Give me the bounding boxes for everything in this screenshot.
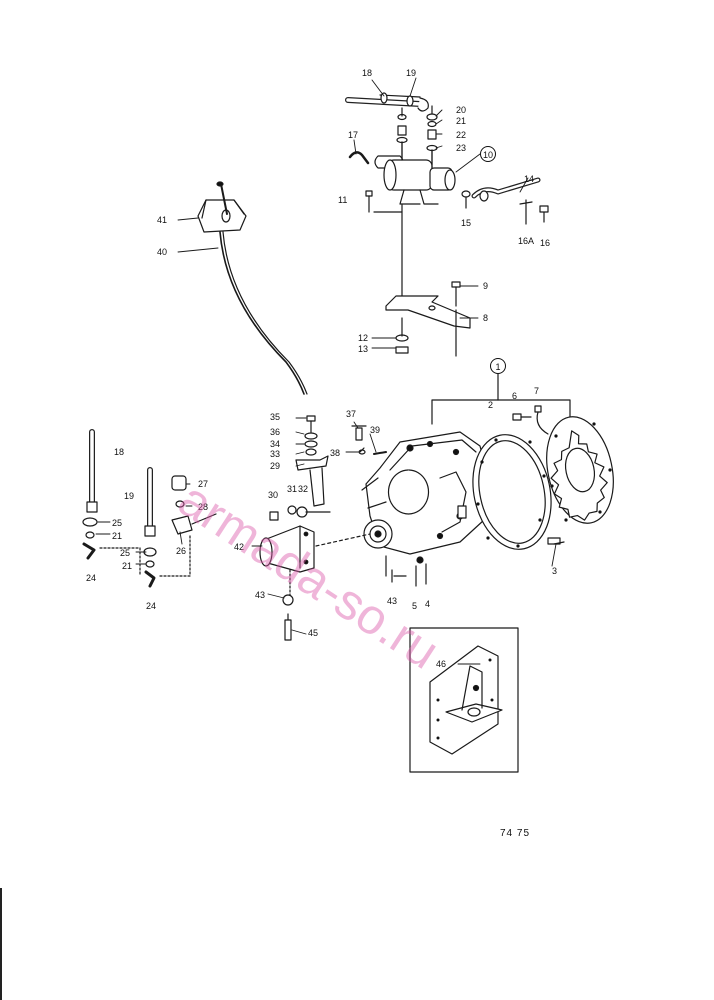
callout-6: 6 [512, 391, 518, 401]
left-hose-assembly [82, 429, 217, 588]
callout-17: 17 [348, 130, 359, 140]
callout-1: 1 [490, 358, 506, 374]
callout-40: 40 [157, 247, 168, 257]
end-cover [259, 525, 371, 641]
callout-25-mid: 25 [120, 548, 131, 558]
callout-11: 11 [338, 195, 348, 205]
figure-number: 74 75 [500, 828, 531, 839]
damper-bolts [512, 405, 565, 545]
clutch-parts-bracket [431, 373, 571, 425]
callout-20-top: 20 [456, 105, 467, 115]
callout-25-left: 25 [112, 518, 123, 528]
callout-28: 28 [198, 502, 209, 512]
callout-16: 16 [540, 238, 551, 248]
callout-43-right: 43 [387, 596, 398, 606]
callout-19-top: 19 [406, 68, 417, 78]
callout-37: 37 [346, 409, 357, 419]
callout-24-left: 24 [86, 573, 97, 583]
callout-27: 27 [198, 479, 209, 489]
gasket-ring [472, 434, 552, 550]
cable-bracket-assembly [295, 415, 387, 507]
callout-19-left: 19 [124, 491, 135, 501]
damper-plate [546, 416, 614, 524]
callout-31: 31 [287, 484, 298, 494]
callout-46: 46 [436, 659, 447, 669]
callout-2: 2 [488, 400, 494, 410]
callout-13: 13 [358, 344, 369, 354]
callout-34: 34 [270, 439, 281, 449]
callout-18-left: 18 [114, 447, 125, 457]
callout-21-mid: 21 [122, 561, 133, 571]
control-lever-assembly [197, 181, 308, 395]
callout-29: 29 [270, 461, 281, 471]
callout-36: 36 [270, 427, 281, 437]
upper-pump-assembly [345, 92, 549, 357]
inset-bracket-view [409, 627, 519, 773]
callout-14: 14 [524, 174, 535, 184]
callout-7: 7 [534, 386, 540, 396]
callout-35: 35 [270, 412, 281, 422]
callout-21-top: 21 [456, 116, 467, 126]
callout-45: 45 [308, 628, 319, 638]
callout-12: 12 [358, 333, 369, 343]
callout-42: 42 [234, 542, 245, 552]
callout-22: 22 [456, 130, 467, 140]
callout-33: 33 [270, 449, 281, 459]
callout-16a: 16A [518, 236, 535, 246]
callout-3: 3 [552, 566, 558, 576]
callout-39: 39 [370, 425, 381, 435]
callout-24-mid: 24 [146, 601, 157, 611]
callout-32: 32 [298, 484, 309, 494]
callout-26: 26 [176, 546, 187, 556]
gearbox-housing [361, 431, 491, 587]
callout-8: 8 [483, 313, 489, 323]
callout-23: 23 [456, 143, 467, 153]
callout-41: 41 [157, 215, 168, 225]
callout-43-left: 43 [255, 590, 266, 600]
callout-21-left: 21 [112, 531, 123, 541]
small-fasteners [269, 505, 331, 521]
callout-30: 30 [268, 490, 279, 500]
callout-9: 9 [483, 281, 489, 291]
callout-4: 4 [425, 599, 431, 609]
leader-lines [95, 77, 557, 665]
callout-5: 5 [412, 601, 418, 611]
callout-10: 10 [480, 146, 496, 162]
callout-38: 38 [330, 448, 341, 458]
callout-18-top: 18 [362, 68, 373, 78]
scan-edge-mark [0, 888, 2, 1000]
callout-15: 15 [461, 218, 472, 228]
